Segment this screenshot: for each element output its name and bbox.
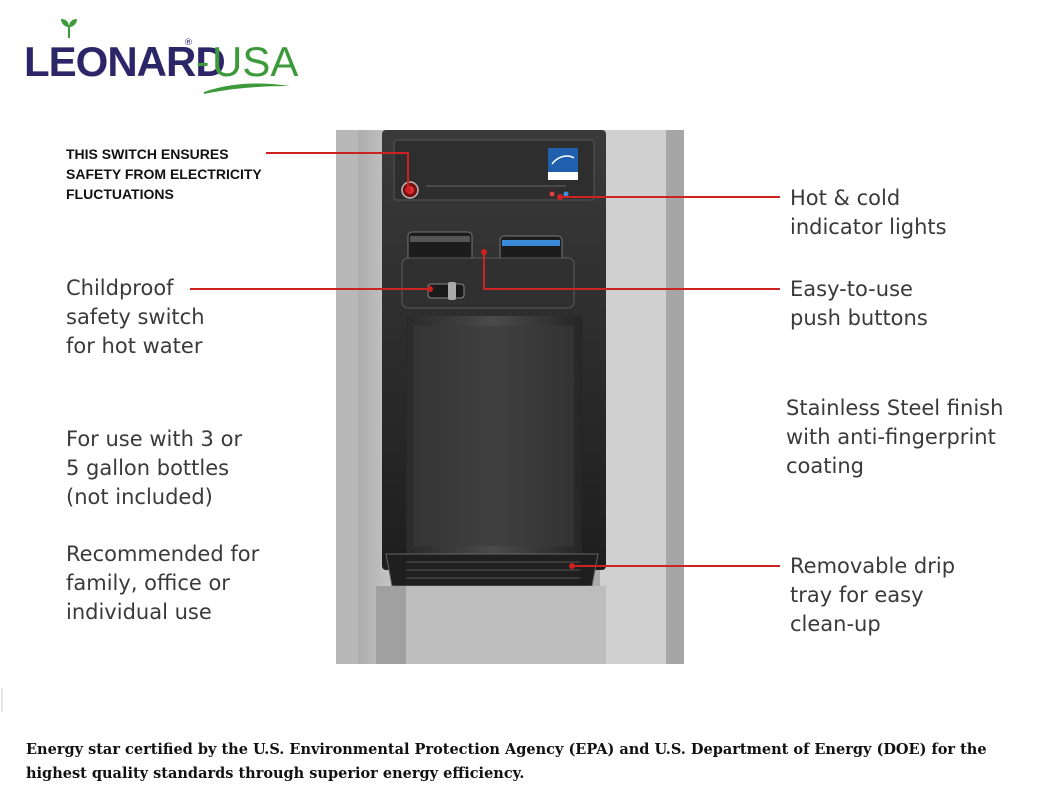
logo-swoosh [204, 83, 290, 94]
logo-separator: - [196, 40, 210, 84]
label-recommended-use: Recommended for family, office or indivi… [66, 542, 260, 624]
logo-registered: ® [184, 38, 193, 48]
label-push-buttons: Easy-to-use push buttons [790, 277, 928, 330]
logo-text-main: LEONARD [24, 38, 226, 85]
logo-text-usa: USA [212, 38, 299, 85]
label-switch-safety: THIS SWITCH ENSURES SAFETY FROM ELECTRIC… [66, 146, 262, 202]
leaf-icon [61, 19, 77, 39]
label-bottle-size: For use with 3 or 5 gallon bottles (not … [66, 427, 243, 509]
label-stainless-finish: Stainless Steel finish with anti-fingerp… [786, 396, 1004, 478]
water-cooler-image [336, 130, 684, 664]
energy-star-footer-text: Energy star certified by the U.S. Enviro… [26, 741, 987, 782]
energy-star-icon [548, 148, 578, 180]
label-childproof-switch: Childproof safety switch for hot water [66, 276, 205, 358]
label-indicator-lights: Hot & cold indicator lights [790, 186, 947, 239]
label-drip-tray: Removable drip tray for easy clean-up [790, 554, 956, 636]
brand-logo: LEONARD ® - USA [24, 18, 304, 98]
